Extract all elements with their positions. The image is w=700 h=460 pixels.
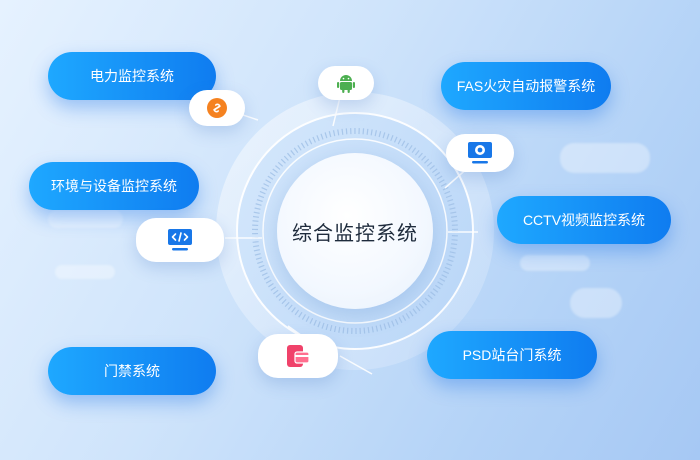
decorative-shape <box>520 255 590 271</box>
camera-monitor-icon <box>468 142 492 164</box>
center-node: 综合监控系统 <box>277 153 433 309</box>
center-title: 综合监控系统 <box>292 222 418 245</box>
android-icon <box>337 75 355 93</box>
chip-env[interactable] <box>136 218 224 262</box>
decorative-shape <box>560 143 650 173</box>
code-monitor-icon <box>168 229 192 251</box>
chip-fas[interactable] <box>318 66 374 100</box>
chip-psd-access[interactable] <box>258 334 338 378</box>
decorative-shape <box>570 288 622 318</box>
system-pill-psd[interactable]: PSD站台门系统 <box>427 331 597 379</box>
system-pill-fas[interactable]: FAS火灾自动报警系统 <box>441 62 611 110</box>
link-icon <box>207 98 227 118</box>
system-pill-env[interactable]: 环境与设备监控系统 <box>29 162 199 210</box>
decorative-shape <box>48 210 123 228</box>
system-pill-cctv[interactable]: CCTV视频监控系统 <box>497 196 671 244</box>
system-pill-access[interactable]: 门禁系统 <box>48 347 216 395</box>
system-pill-power[interactable]: 电力监控系统 <box>48 52 216 100</box>
chip-cctv[interactable] <box>446 134 514 172</box>
chip-power[interactable] <box>189 90 245 126</box>
decorative-shape <box>55 265 115 279</box>
card-reader-icon <box>287 345 310 367</box>
